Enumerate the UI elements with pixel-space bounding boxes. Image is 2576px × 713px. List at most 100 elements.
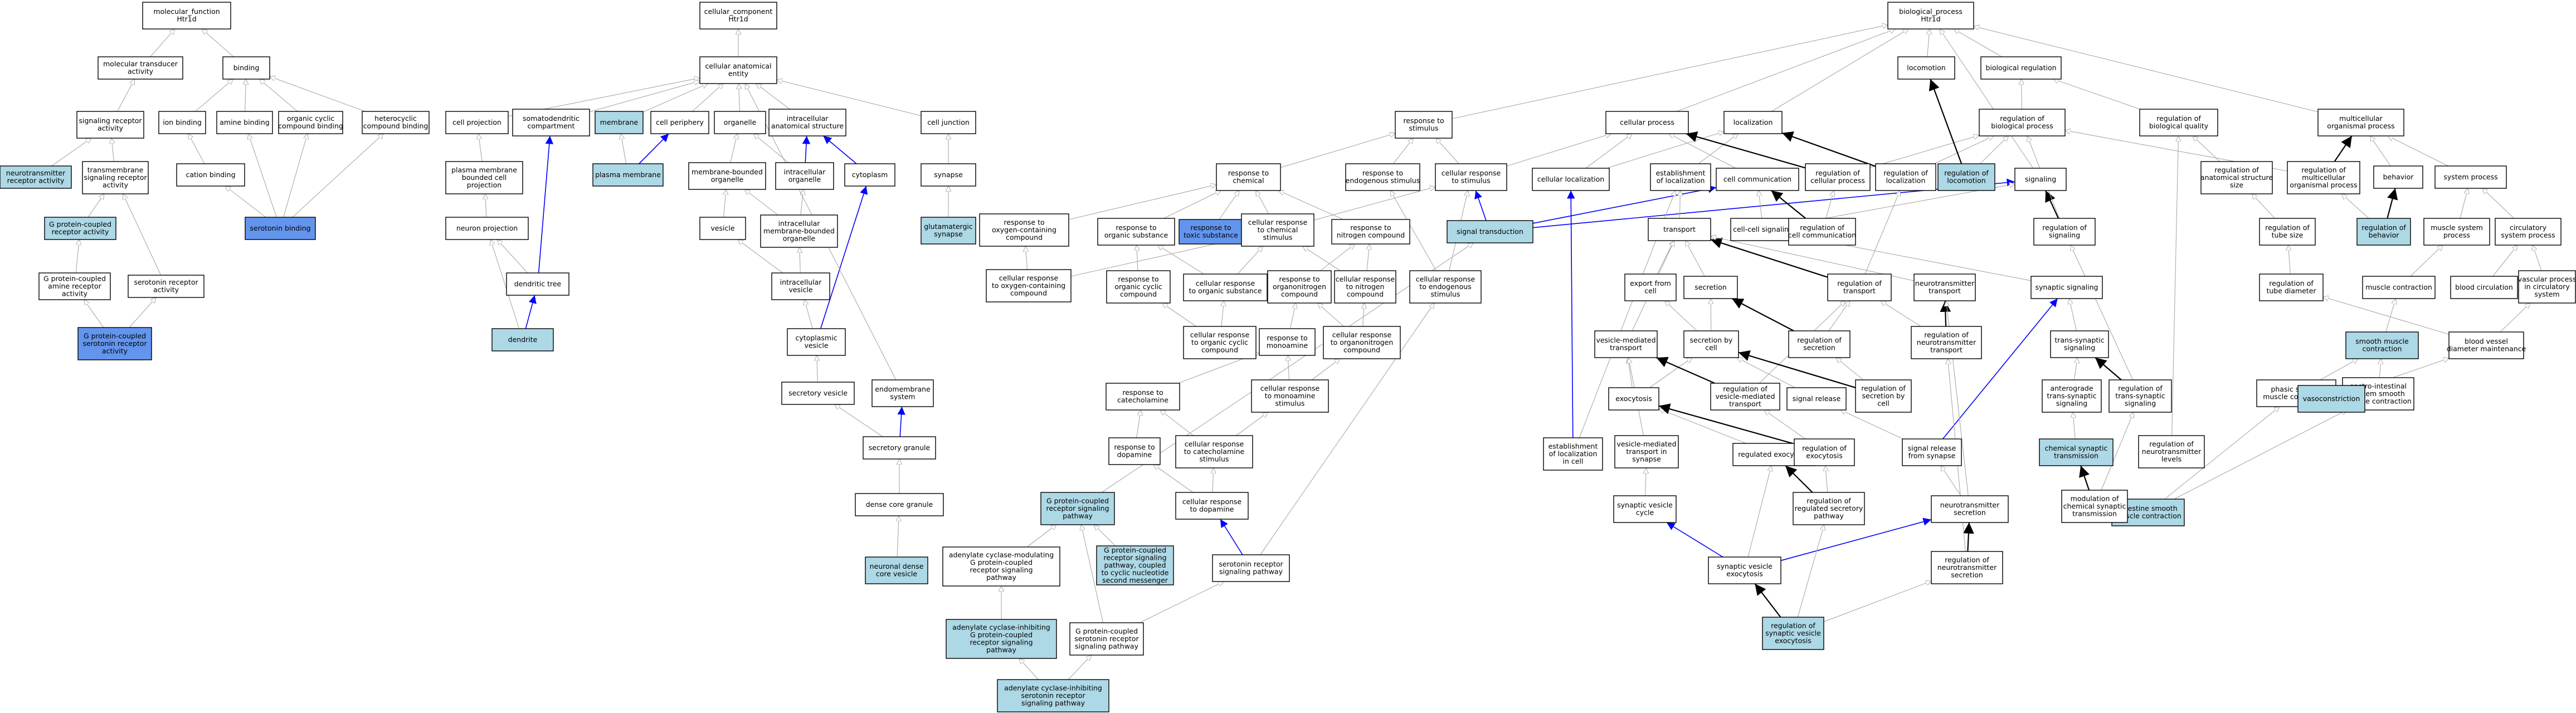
term-node[interactable]: dendritic tree <box>506 272 569 296</box>
term-node[interactable]: vesicle <box>699 217 746 240</box>
term-node[interactable]: cytoplasm <box>844 163 895 187</box>
term-node[interactable]: cell periphery <box>650 111 709 134</box>
term-node[interactable]: cellular process <box>1605 111 1689 134</box>
term-node[interactable]: cellular localization <box>1532 168 1610 191</box>
term-node[interactable]: cell projection <box>445 111 509 134</box>
term-node[interactable]: dendrite <box>491 328 554 351</box>
term-node[interactable]: blood circulation <box>2450 276 2518 299</box>
term-node[interactable]: signaling <box>2014 168 2067 191</box>
term-node[interactable]: behavior <box>2373 165 2423 189</box>
term-node[interactable]: plasma membrane <box>592 163 664 187</box>
term-node[interactable]: organelle <box>714 111 766 134</box>
term-node[interactable]: signal release <box>1786 387 1847 411</box>
term-node[interactable]: cation binding <box>176 163 245 187</box>
term-node[interactable]: biological regulation <box>1980 56 2062 80</box>
term-node[interactable]: dense core granule <box>855 493 944 516</box>
term-node[interactable]: binding <box>222 56 270 80</box>
term-node[interactable]: synaptic signaling <box>2030 276 2103 299</box>
term-node[interactable]: locomotion <box>1897 56 1955 80</box>
term-node[interactable]: signal transduction <box>1447 220 1533 243</box>
term-node[interactable]: secretion <box>1683 276 1738 299</box>
term-node[interactable]: neuron projection <box>445 217 529 240</box>
term-node[interactable]: localization <box>1723 111 1783 134</box>
term-node[interactable]: synapse <box>921 163 976 187</box>
term-node[interactable]: secretory granule <box>863 436 936 460</box>
term-node[interactable]: ion binding <box>158 111 206 134</box>
term-node[interactable]: secretory vesicle <box>781 382 855 405</box>
term-node[interactable]: system process <box>2434 165 2507 189</box>
